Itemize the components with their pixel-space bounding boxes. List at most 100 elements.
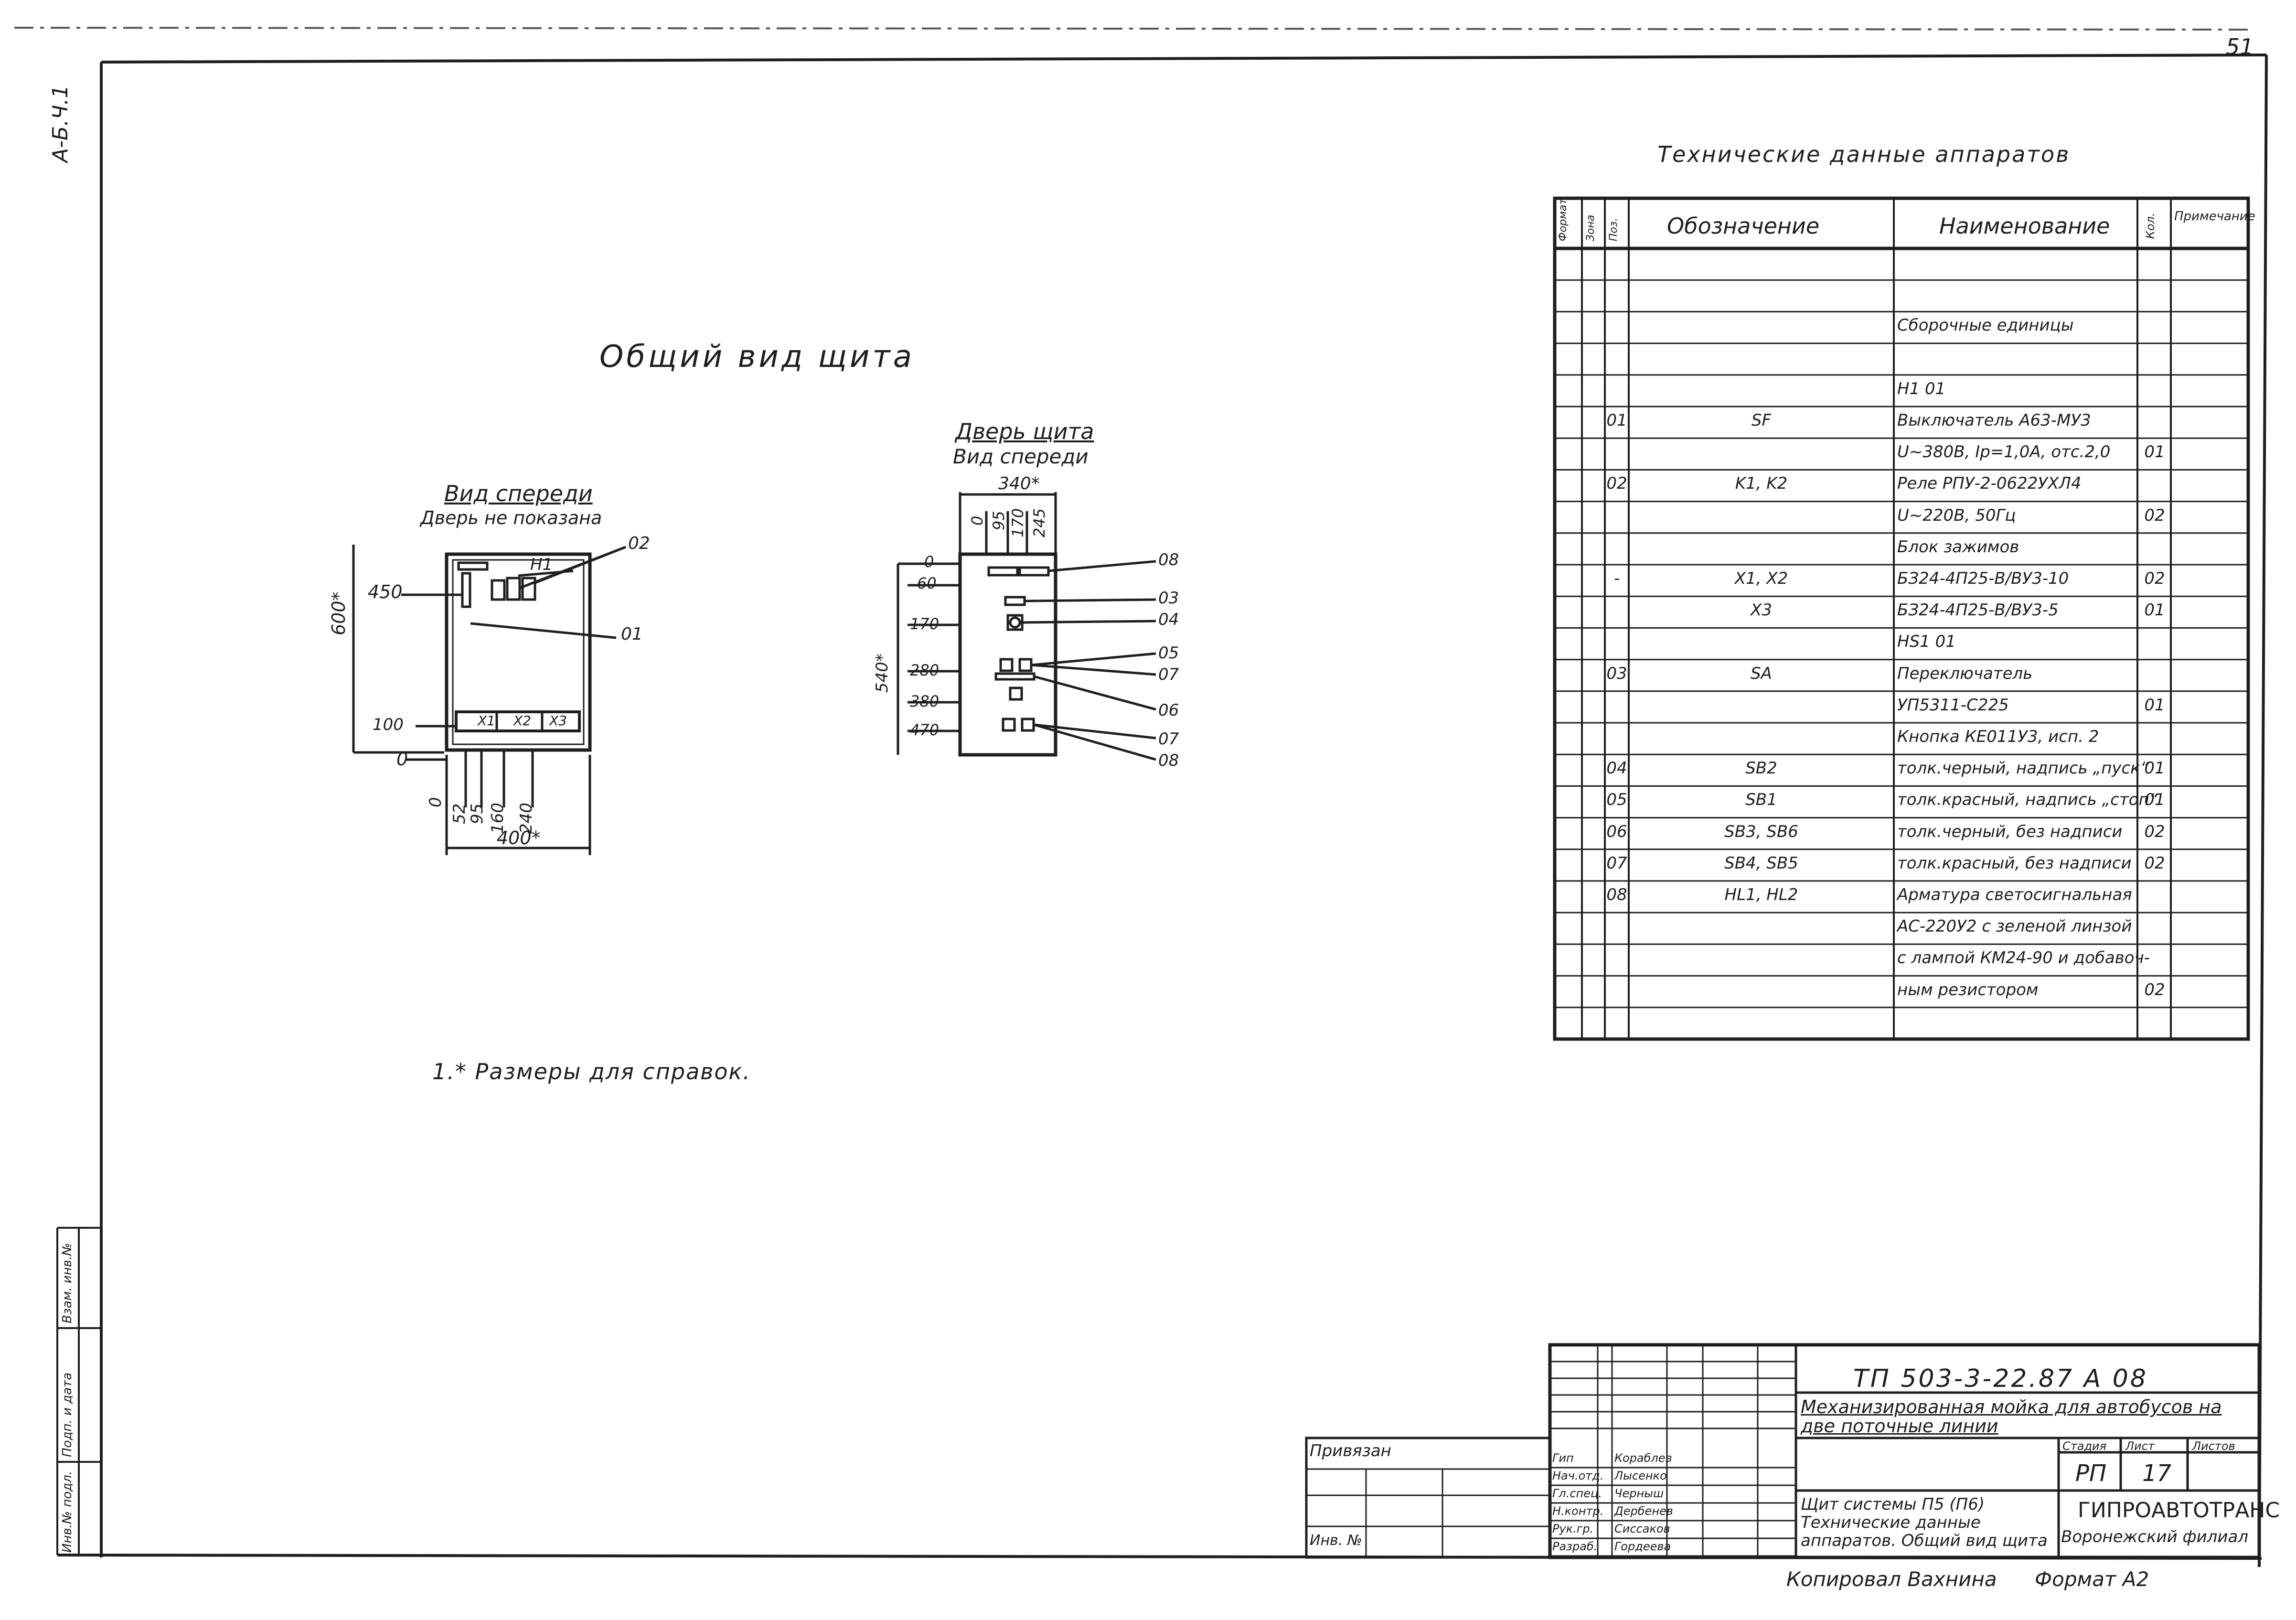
door-callout-04: 04 <box>1158 610 1179 629</box>
privyazan-label: Привязан <box>1310 1441 1391 1460</box>
door-callout-06: 06 <box>1158 701 1179 720</box>
sign-name: Гордеева <box>1614 1540 1671 1553</box>
sign-role: Рук.гр. <box>1552 1522 1594 1535</box>
spec-row-pos: 08 <box>1606 885 1627 904</box>
spec-row-qty: 01 <box>2144 790 2165 810</box>
door-callout-08a: 08 <box>1158 550 1179 569</box>
spec-row-designation: K1, K2 <box>1735 474 1788 494</box>
front-dim-600: 600* <box>328 591 349 635</box>
door-callout-03: 03 <box>1158 589 1179 608</box>
door-dim-v-0: 0 <box>924 553 934 571</box>
header-format: Формат <box>1557 198 1569 241</box>
sheet-value: 17 <box>2142 1460 2172 1487</box>
front-view-title: Вид спереди <box>444 481 593 506</box>
sign-role: Гип <box>1552 1451 1574 1465</box>
spec-row-name: УП5311-С225 <box>1897 695 2009 715</box>
front-dim-h-400: 400* <box>497 827 541 848</box>
front-view-drawing <box>352 545 626 855</box>
spec-row-pos: 01 <box>1606 411 1627 430</box>
left-strip <box>56 1227 101 1555</box>
spec-row-qty: 01 <box>2144 442 2165 462</box>
front-dim-100: 100 <box>373 715 404 734</box>
spec-row-pos: - <box>1613 569 1620 588</box>
spec-row-pos: 06 <box>1606 822 1627 841</box>
sign-name: Кораблев <box>1614 1451 1672 1465</box>
front-label-h1: H1 <box>530 555 553 574</box>
spec-row-name: HS1 01 <box>1897 632 1956 652</box>
spec-row-designation: SB1 <box>1745 790 1777 810</box>
strip-label-vzam: Взам. инв.№ <box>60 1243 75 1323</box>
door-dim-v-280: 280 <box>910 661 940 679</box>
stage-label: Стадия <box>2062 1439 2107 1453</box>
spec-row-name: толк.красный, без надписи <box>1897 853 2132 873</box>
spec-row-designation: SA <box>1751 664 1772 683</box>
spec-row-qty: 02 <box>2144 505 2165 525</box>
door-callout-07a: 07 <box>1158 665 1179 684</box>
sign-name: Черныш <box>1614 1487 1664 1500</box>
sign-name: Лысенко <box>1614 1469 1667 1482</box>
door-view-title: Дверь щита <box>955 418 1094 444</box>
spec-row-pos: 03 <box>1606 664 1627 683</box>
front-dim-450: 450 <box>368 581 403 602</box>
spec-row-qty: 01 <box>2144 695 2165 715</box>
spec-row-qty: 02 <box>2144 980 2165 999</box>
terminal-label-x1: X1 <box>478 713 495 729</box>
archive-code: A-Б.Ч.1 <box>48 85 73 162</box>
door-callout-08b: 08 <box>1158 751 1179 770</box>
door-dim-h-0: 0 <box>968 515 986 526</box>
spec-row-name: Переключатель <box>1897 664 2033 683</box>
spec-row-name: АС-220У2 с зеленой линзой <box>1897 917 2132 936</box>
sign-role: Гл.спец. <box>1552 1487 1602 1500</box>
front-label-01: 01 <box>621 624 643 644</box>
stage-value: РП <box>2075 1460 2107 1487</box>
spec-row-designation: X3 <box>1751 601 1772 620</box>
strip-label-inv: Инв.№ подл. <box>60 1470 75 1553</box>
spec-row-pos: 05 <box>1606 790 1627 810</box>
header-name: Наименование <box>1939 213 2110 239</box>
spec-row-qty: 01 <box>2144 759 2165 778</box>
door-dim-v-540: 540* <box>873 654 892 693</box>
spec-table-row-lines <box>1555 279 2248 1040</box>
spec-row-name: Кнопка КЕ011У3, исп. 2 <box>1897 727 2099 746</box>
spec-row-name: Арматура светосигнальная <box>1897 885 2132 904</box>
spec-row-name: толк.черный, без надписи <box>1897 822 2123 841</box>
sign-name: Сиссаков <box>1614 1522 1670 1535</box>
terminal-label-x3: X3 <box>549 713 567 729</box>
spec-row-name: Блок зажимов <box>1897 537 2019 557</box>
door-dim-h-170: 170 <box>1009 508 1027 537</box>
format-label: Формат А2 <box>2035 1567 2149 1591</box>
spec-row-designation: SB4, SB5 <box>1724 853 1798 873</box>
spec-row-name: толк.красный, надпись „стоп“ <box>1897 790 2158 810</box>
header-note: Примечание <box>2174 209 2255 224</box>
org-name: ГИПРОАВТОТРАНС <box>2078 1498 2280 1523</box>
spec-row-designation: SF <box>1751 411 1772 430</box>
spec-row-name: Сборочные единицы <box>1897 316 2074 335</box>
door-dim-340: 340* <box>998 474 1040 494</box>
title-block-grid <box>1305 1343 2261 1559</box>
door-callout-07b: 07 <box>1158 730 1179 749</box>
door-dim-v-380: 380 <box>910 692 940 710</box>
door-dim-h-245: 245 <box>1030 508 1048 537</box>
spec-row-qty: 01 <box>2144 601 2165 620</box>
title-block-sign-lines <box>1550 1361 1796 1557</box>
sheet-frame <box>57 54 2268 1567</box>
org-branch: Воронежский филиал <box>2061 1527 2249 1546</box>
note-text: 1.* Размеры для справок. <box>432 1059 751 1084</box>
door-dim-v-60: 60 <box>917 574 937 592</box>
sheet-title: Щит системы П5 (П6) Технические данные а… <box>1801 1495 2048 1550</box>
spec-row-name: U~380В, Iр=1,0А, отс.2,0 <box>1897 442 2111 462</box>
spec-row-name: U~220В, 50Гц <box>1897 505 2016 525</box>
spec-row-name: Выключатель А63-МУ3 <box>1897 411 2091 430</box>
sign-role: Разраб. <box>1552 1540 1598 1553</box>
strip-label-sign: Подп. и дата <box>60 1372 75 1457</box>
door-view-subtitle: Вид спереди <box>953 445 1089 468</box>
terminal-label-x2: X2 <box>513 713 531 729</box>
spec-row-pos: 04 <box>1606 759 1627 778</box>
doc-code: ТП 503-3-22.87 А 08 <box>1853 1364 2148 1393</box>
door-dim-h-95: 95 <box>990 511 1008 530</box>
spec-row-qty: 02 <box>2144 569 2165 588</box>
front-dim-h-95: 95 <box>468 803 487 824</box>
sign-role: Нач.отд. <box>1552 1469 1604 1482</box>
project-title: Механизированная мойка для автобусов на … <box>1801 1396 2222 1437</box>
